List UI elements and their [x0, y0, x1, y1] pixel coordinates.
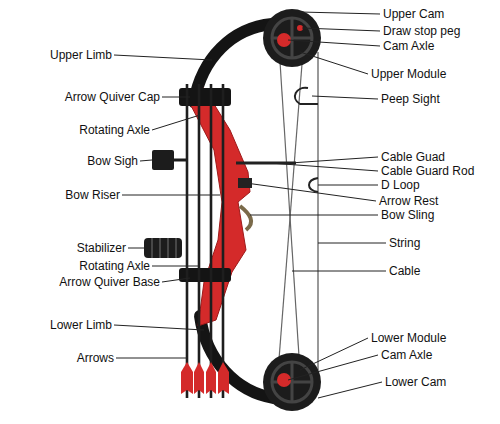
stabilizer [144, 238, 182, 258]
part-label: Arrow Quiver Base [59, 275, 160, 289]
bow-string [317, 52, 318, 370]
part-label: Rotating Axle [79, 259, 150, 273]
part-label: Bow Riser [65, 188, 120, 202]
arrow-rest [238, 178, 252, 188]
bow-cable [278, 64, 302, 372]
part-label: Lower Cam [385, 375, 446, 389]
part-label: Cable [389, 264, 420, 278]
part-label: Bow Sigh [87, 154, 138, 168]
part-label: Cam Axle [381, 348, 432, 362]
part-label: Rotating Axle [79, 123, 150, 137]
part-label: Draw stop peg [383, 24, 460, 38]
arrow-shafts [187, 84, 223, 398]
part-label: Arrow Quiver Cap [65, 90, 160, 104]
lower-cam [263, 353, 321, 411]
bow-sling [240, 206, 251, 230]
d-loop [309, 178, 318, 192]
part-label: Arrows [77, 351, 114, 365]
arrow-fletching [181, 362, 229, 394]
part-label: Upper Limb [50, 48, 112, 62]
part-label: Cable Guard Rod [381, 164, 474, 178]
part-label: Upper Cam [383, 7, 444, 21]
part-label: Arrow Rest [379, 194, 438, 208]
part-label: D Loop [381, 178, 420, 192]
part-label: String [389, 236, 420, 250]
part-label: Lower Module [371, 331, 446, 345]
part-label: Bow Sling [381, 208, 434, 222]
part-label: Lower Limb [50, 318, 112, 332]
part-label: Cam Axle [383, 39, 434, 53]
part-label: Peep Sight [381, 92, 440, 106]
leader-lines [114, 12, 386, 398]
part-label: Upper Module [371, 67, 446, 81]
upper-cam [263, 9, 321, 67]
bow-sight [152, 150, 174, 170]
part-label: Stabilizer [77, 241, 126, 255]
part-label: Cable Guad [381, 150, 445, 164]
